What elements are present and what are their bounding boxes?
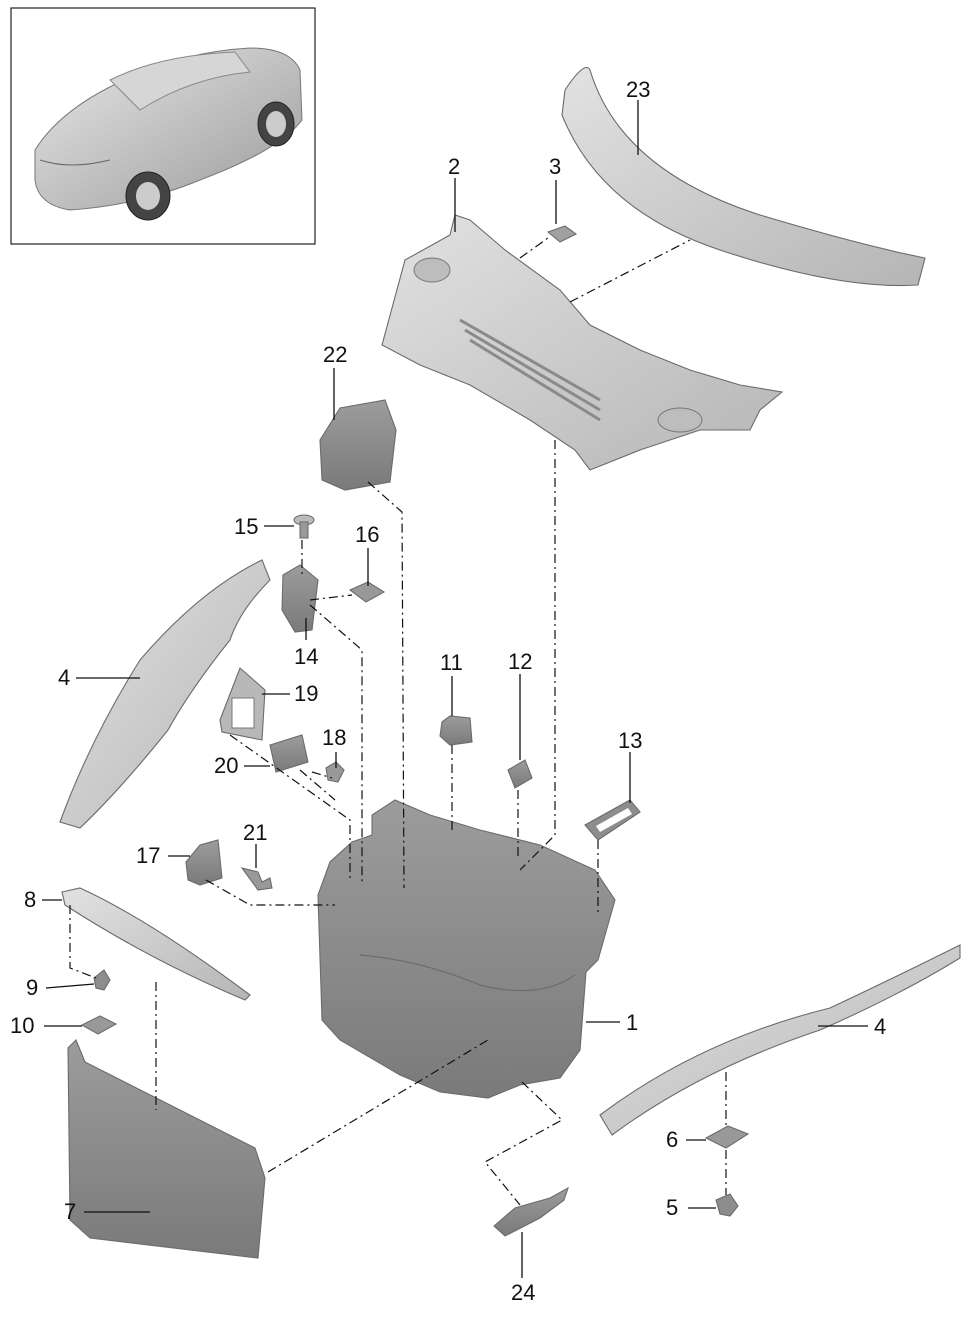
part-12-clip <box>507 759 533 789</box>
part-1-storage-tub <box>317 799 616 1099</box>
callout-9: 9 <box>26 975 38 1000</box>
callout-13: 13 <box>618 728 642 753</box>
part-5-clip <box>715 1193 739 1217</box>
callout-5: 5 <box>666 1195 678 1220</box>
part-11-clip <box>439 715 473 746</box>
callout-3: 3 <box>549 154 561 179</box>
callout-1: 1 <box>626 1010 638 1035</box>
part-3-clip <box>546 225 578 243</box>
part-14-bracket <box>281 564 319 633</box>
part-22-cover <box>319 399 397 491</box>
callout-11: 11 <box>440 650 463 675</box>
callout-labels: 23 2 3 22 15 16 14 4 19 20 18 11 12 13 1… <box>10 77 886 1305</box>
part-9-clip <box>93 969 111 991</box>
part-7-panel <box>67 1039 266 1259</box>
callout-21: 21 <box>243 820 267 845</box>
callout-2: 2 <box>448 154 460 179</box>
part-4-right-trim <box>599 944 961 1136</box>
callout-4-right: 4 <box>874 1014 886 1039</box>
part-10-pad <box>80 1015 118 1035</box>
part-20-bracket <box>269 734 309 773</box>
part-21-bolt <box>240 867 273 891</box>
callout-24: 24 <box>511 1280 535 1305</box>
car-thumbnail <box>10 7 316 245</box>
callout-7: 7 <box>64 1199 76 1224</box>
callout-19: 19 <box>294 681 318 706</box>
assembly-lines <box>69 237 727 1206</box>
callout-14: 14 <box>294 644 318 669</box>
part-16-pad <box>348 581 386 603</box>
part-24-bracket <box>493 1186 569 1237</box>
part-6-pad <box>704 1125 750 1149</box>
callout-16: 16 <box>355 522 379 547</box>
callout-6: 6 <box>666 1127 678 1152</box>
part-4-left-trim <box>59 559 271 829</box>
part-17-bracket <box>185 839 223 886</box>
callout-18: 18 <box>322 725 346 750</box>
callout-15: 15 <box>234 514 258 539</box>
part-18-screw <box>325 761 345 783</box>
callout-17: 17 <box>136 843 160 868</box>
part-23-cowl-panel <box>561 66 926 287</box>
part-8-trim <box>61 887 251 1001</box>
callout-22: 22 <box>323 342 347 367</box>
callout-4-left: 4 <box>58 665 70 690</box>
callout-8: 8 <box>24 887 36 912</box>
car-thumbnail-icon <box>34 47 303 221</box>
leader-lines <box>42 100 868 1278</box>
callout-20: 20 <box>214 753 238 778</box>
callout-12: 12 <box>508 649 532 674</box>
part-2-upper-panel <box>381 214 784 471</box>
part-15-screw <box>293 514 315 539</box>
callout-10: 10 <box>10 1013 34 1038</box>
callout-23: 23 <box>626 77 650 102</box>
